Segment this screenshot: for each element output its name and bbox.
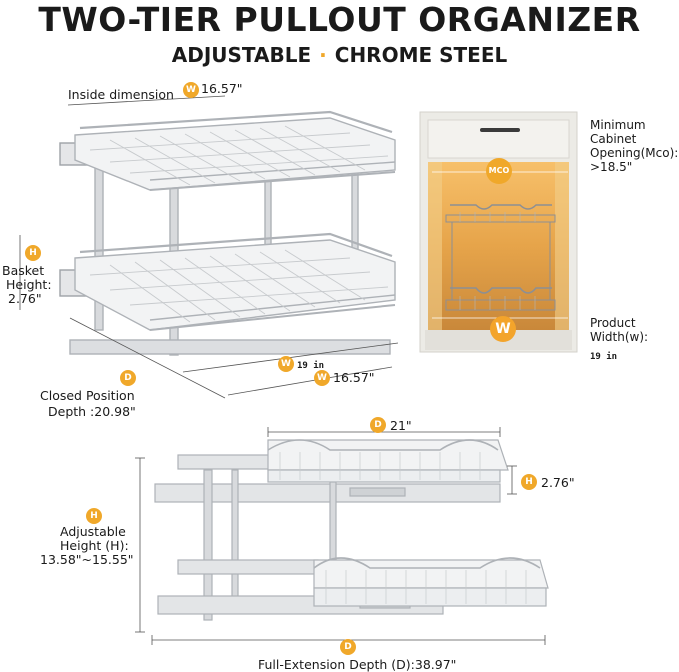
depth-badge-extended: D (370, 417, 386, 433)
adjustable-height-badge: H (86, 508, 102, 524)
depth-value-extended: 21" (390, 418, 412, 433)
subtitle-separator: · (319, 43, 327, 67)
mco-label-3: Opening(Mco): (590, 146, 679, 160)
product-width-label-1: Product (590, 316, 636, 330)
basket-height-label-2: Height: (6, 277, 52, 292)
page-subtitle: ADJUSTABLE · CHROME STEEL (0, 42, 679, 68)
depth-badge-closed: D (120, 370, 136, 386)
subtitle-chrome-steel: CHROME STEEL (334, 43, 508, 67)
width-badge-outer: W (278, 356, 294, 372)
cabinet-width-badge: W (490, 316, 516, 342)
adjustable-height-label-2: Height (H): (60, 538, 129, 553)
product-width-label-2: Width(w): (590, 330, 649, 344)
width-badge-inside: W (183, 82, 199, 98)
width-badge-inner: W (314, 370, 330, 386)
closed-depth-label: Closed Position (40, 388, 135, 403)
inside-dimension-label: Inside dimension (68, 87, 174, 102)
product-width-value: 19 in (590, 352, 618, 362)
full-depth-badge: D (340, 639, 356, 655)
height-badge-basket: H (25, 245, 41, 261)
mco-label-2: Cabinet (590, 132, 637, 146)
mco-label-1: Minimum (590, 118, 646, 132)
adjustable-height-value: 13.58"~15.55" (40, 552, 134, 567)
basket-height-value: 2.76" (8, 291, 42, 306)
full-extension-depth-label: Full-Extension Depth (D):38.97" (258, 657, 457, 672)
inside-dimension-value: 16.57" (201, 81, 243, 96)
basket-height-label-1: Basket (2, 263, 45, 278)
height-badge-extended: H (521, 474, 537, 490)
height-value-extended: 2.76" (541, 475, 575, 490)
width-value-inner: 16.57" (333, 370, 375, 385)
page-title: TWO-TIER PULLOUT ORGANIZER (38, 0, 641, 39)
subtitle-adjustable: ADJUSTABLE (171, 43, 312, 67)
width-value-outer: 19 in (297, 361, 325, 371)
adjustable-height-label-1: Adjustable (60, 524, 126, 539)
mco-value: >18.5" (590, 160, 633, 174)
mco-badge: MCO (486, 158, 512, 184)
closed-depth-value: Depth :20.98" (48, 404, 136, 419)
